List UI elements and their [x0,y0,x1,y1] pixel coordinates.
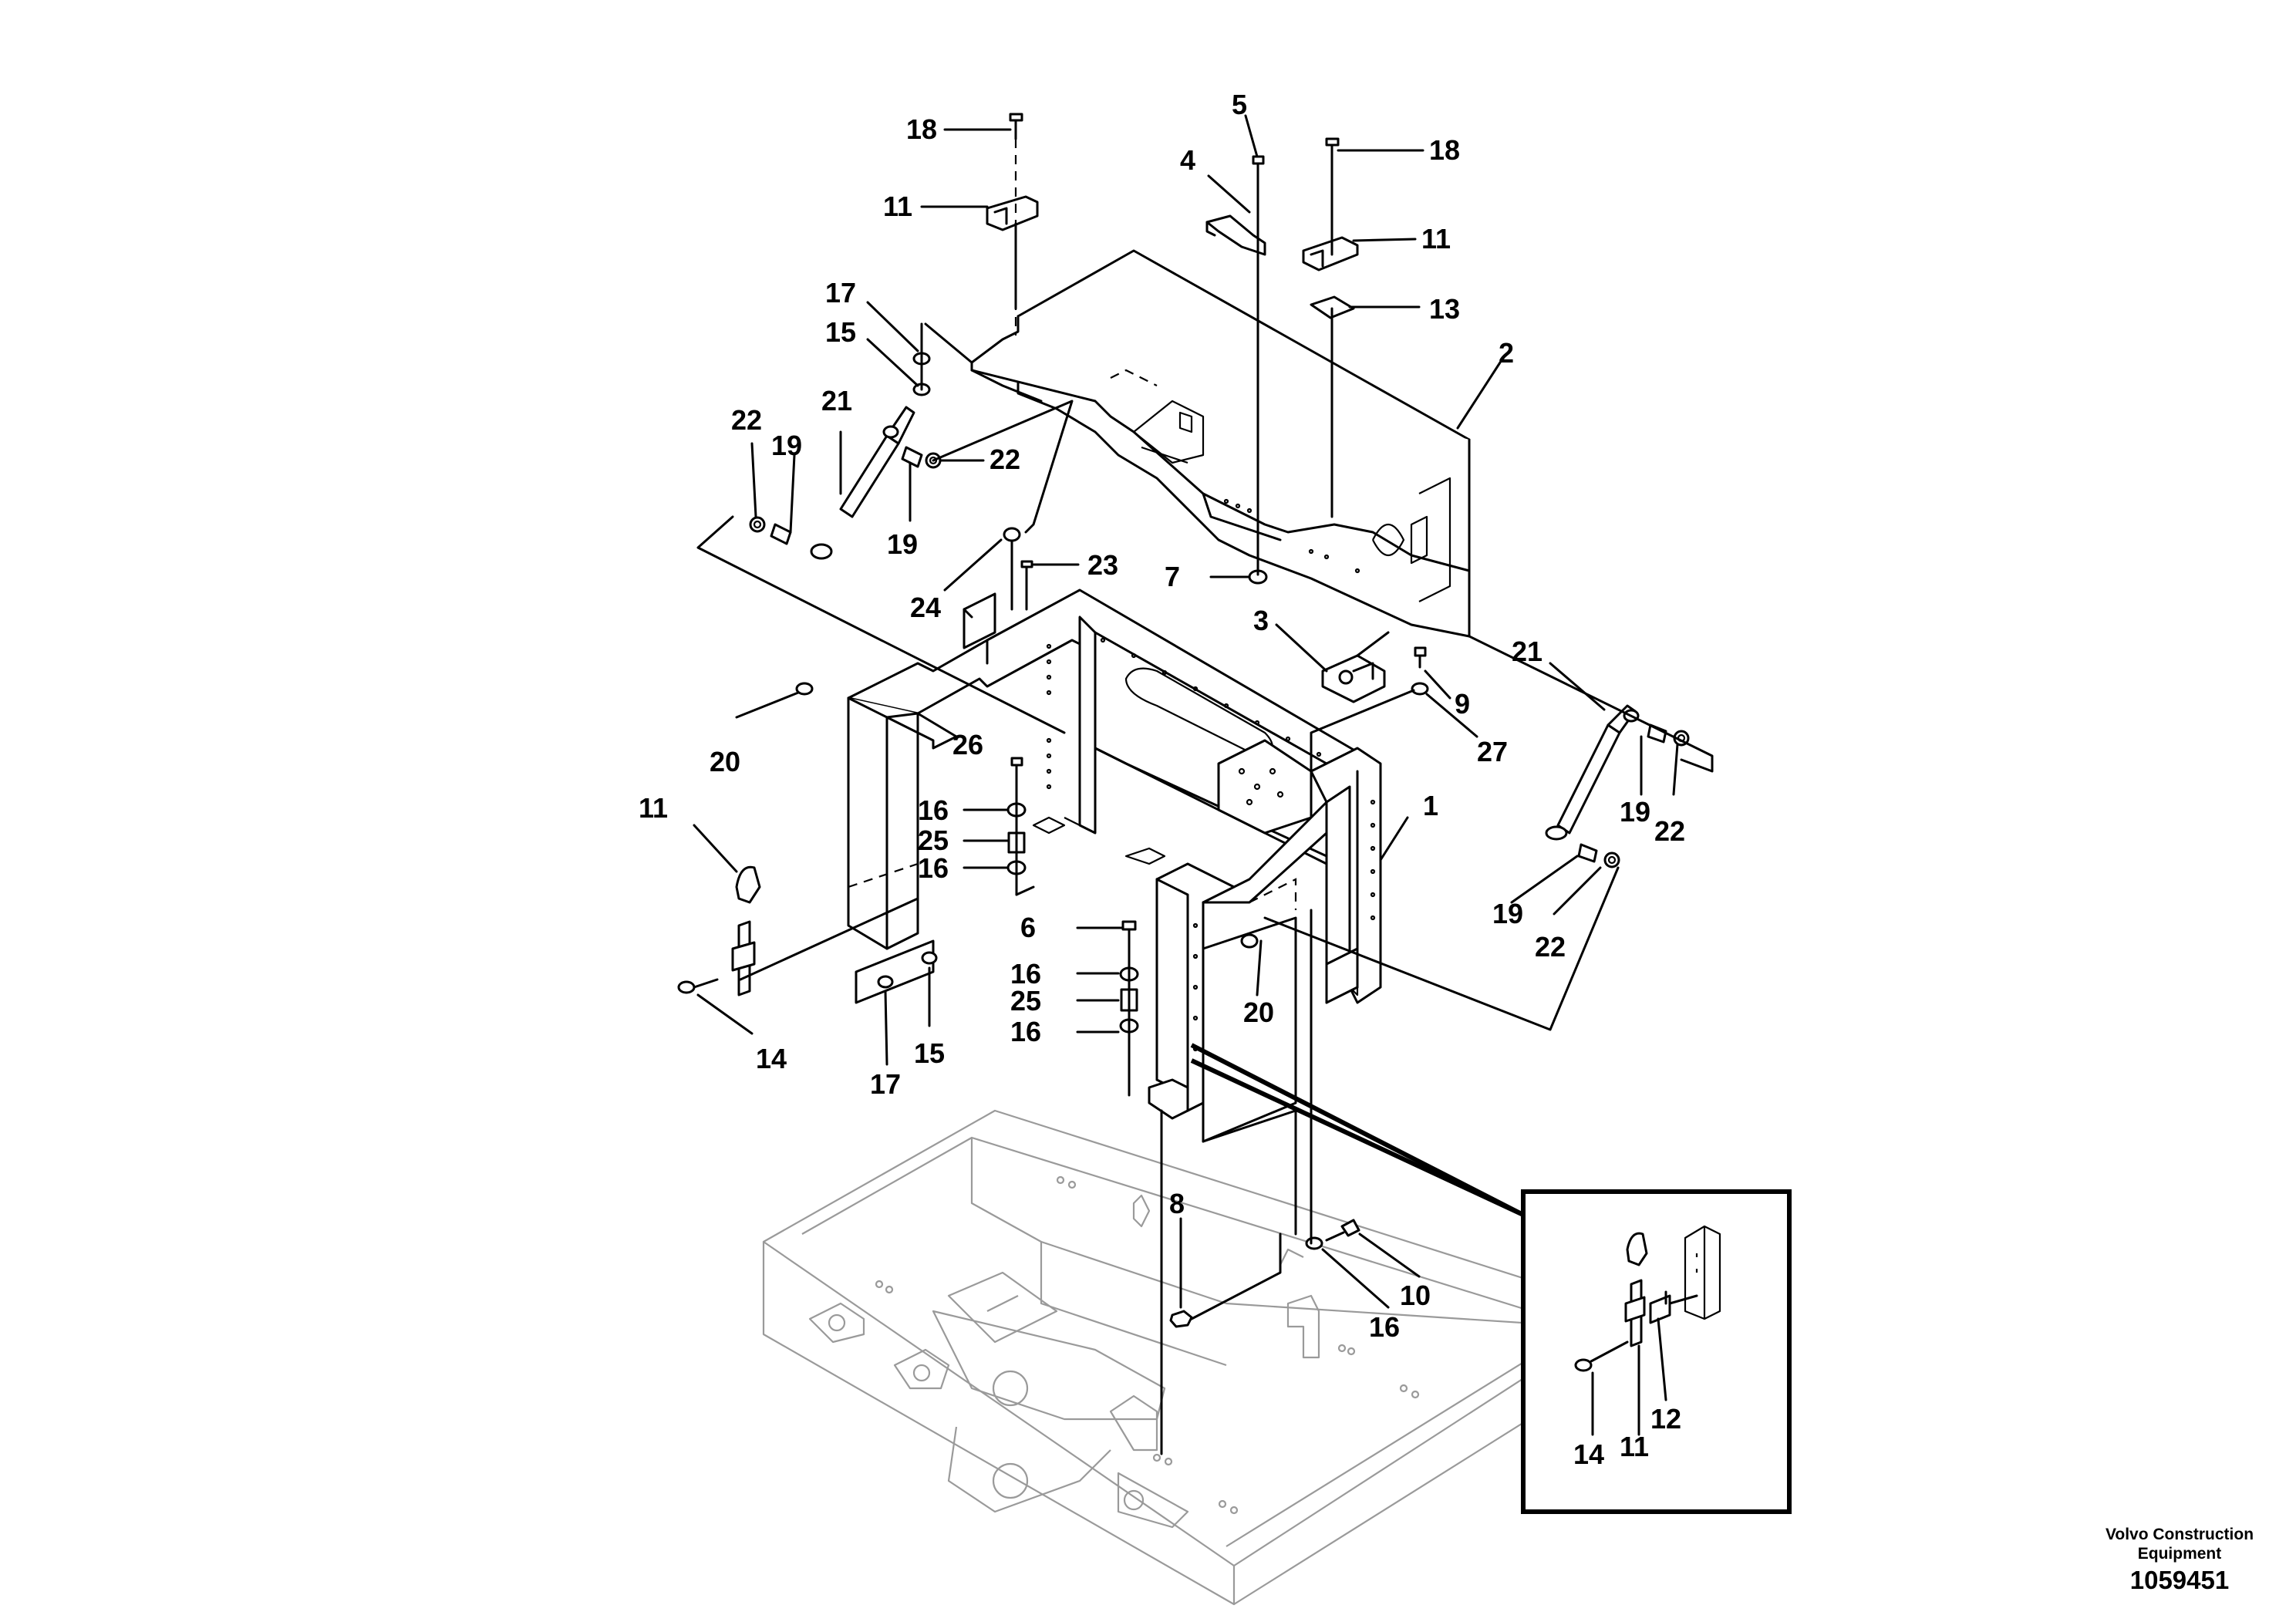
label-13: 13 [1429,293,1460,325]
label-19-right-a: 19 [1620,796,1650,828]
plate-13 [1310,295,1355,319]
label-19-right-b: 19 [1492,898,1523,929]
label-12: 12 [1650,1403,1681,1435]
screw-24 [1003,527,1021,580]
washer-17-bottom [877,975,894,989]
label-6: 6 [1020,912,1036,943]
label-3: 3 [1253,605,1269,636]
label-14-left: 14 [756,1043,787,1074]
part-labels: 18 11 5 4 18 11 13 2 17 15 22 21 19 22 1… [639,89,1685,1470]
base-frame [762,1109,1629,1606]
label-11-top-left: 11 [883,191,912,222]
bolt-6 [1121,920,1137,958]
label-20-right: 20 [1243,996,1274,1028]
washer-22-right-b [1603,851,1620,868]
bracket-11-top-left [986,195,1039,231]
washer-16-e [1305,1236,1323,1250]
label-16-d: 16 [1010,1016,1041,1047]
label-17-top: 17 [825,277,856,309]
label-2: 2 [1499,337,1514,369]
bolt-10 [1325,1219,1360,1242]
label-11-detail: 11 [1620,1431,1649,1462]
label-10: 10 [1400,1280,1431,1311]
hinge-3 [1321,654,1386,703]
label-15-bottom: 15 [914,1037,945,1069]
ball-stud-19-left-b [901,446,923,468]
label-4: 4 [1180,144,1195,176]
label-16-b: 16 [918,852,949,884]
label-21-left: 21 [821,385,852,416]
footer: Volvo Construction Equipment 1059451 [2106,1526,2254,1594]
label-5: 5 [1232,89,1247,120]
brand-line-2: Equipment [2138,1545,2222,1563]
label-16-c: 16 [1010,958,1041,990]
label-25-b: 25 [1010,985,1041,1017]
ball-stud-19-left-a [770,523,792,545]
side-plate [855,939,935,1004]
label-25-a: 25 [918,824,949,856]
bracket-11-top-right [1302,236,1359,271]
gas-strut-21-left [810,406,915,560]
label-9: 9 [1455,688,1470,720]
support-frame [847,588,1382,1236]
nut-20-left [795,682,814,696]
bolt-14-left [677,978,719,994]
label-19-left-a: 19 [771,430,802,461]
bolt-9 [1414,646,1427,669]
label-27: 27 [1477,736,1508,767]
nut-8 [1169,1310,1193,1328]
label-11-left: 11 [639,792,668,824]
label-8: 8 [1169,1188,1185,1219]
bolt-18-right [1325,137,1340,165]
ball-stud-19-right-b [1577,843,1598,863]
label-11-top-right: 11 [1421,223,1451,255]
washer-15-bottom [921,951,938,965]
washer-22-left-a [749,516,766,533]
label-19-left-b: 19 [887,528,918,560]
ball-stud-19-right-a [1647,723,1667,744]
bolt-18-left [1009,113,1023,140]
label-7: 7 [1165,561,1180,592]
label-16-e: 16 [1369,1311,1400,1343]
label-1: 1 [1423,790,1438,821]
brand-line-1: Volvo Construction [2106,1526,2254,1543]
label-18-right: 18 [1429,134,1460,166]
label-15-top: 15 [825,316,856,348]
washer-27 [1411,682,1429,696]
detail-box [1521,1189,1792,1514]
label-26: 26 [952,729,983,760]
label-20-left: 20 [710,746,740,777]
drawing-number: 1059451 [2130,1566,2229,1594]
label-21-right: 21 [1512,636,1542,667]
label-22-right-a: 22 [1654,815,1685,847]
nut-20-right [1240,933,1259,949]
label-22-left-a: 22 [731,404,762,436]
label-24: 24 [910,592,941,623]
label-17-bottom: 17 [870,1068,901,1100]
label-16-a: 16 [918,794,949,826]
label-22-right-b: 22 [1535,931,1566,963]
bolt-26 [1010,757,1023,782]
label-14-detail: 14 [1573,1438,1604,1470]
label-22-left-b: 22 [990,443,1020,475]
top-cover-panel [970,249,1471,638]
label-23: 23 [1087,549,1118,581]
bracket-4 [1205,214,1266,256]
label-18-left: 18 [906,113,937,145]
detail-pointer [1190,1043,1525,1217]
leader-lines [693,114,1714,1455]
screw-23 [1020,560,1033,588]
screw-5 [1252,155,1265,179]
